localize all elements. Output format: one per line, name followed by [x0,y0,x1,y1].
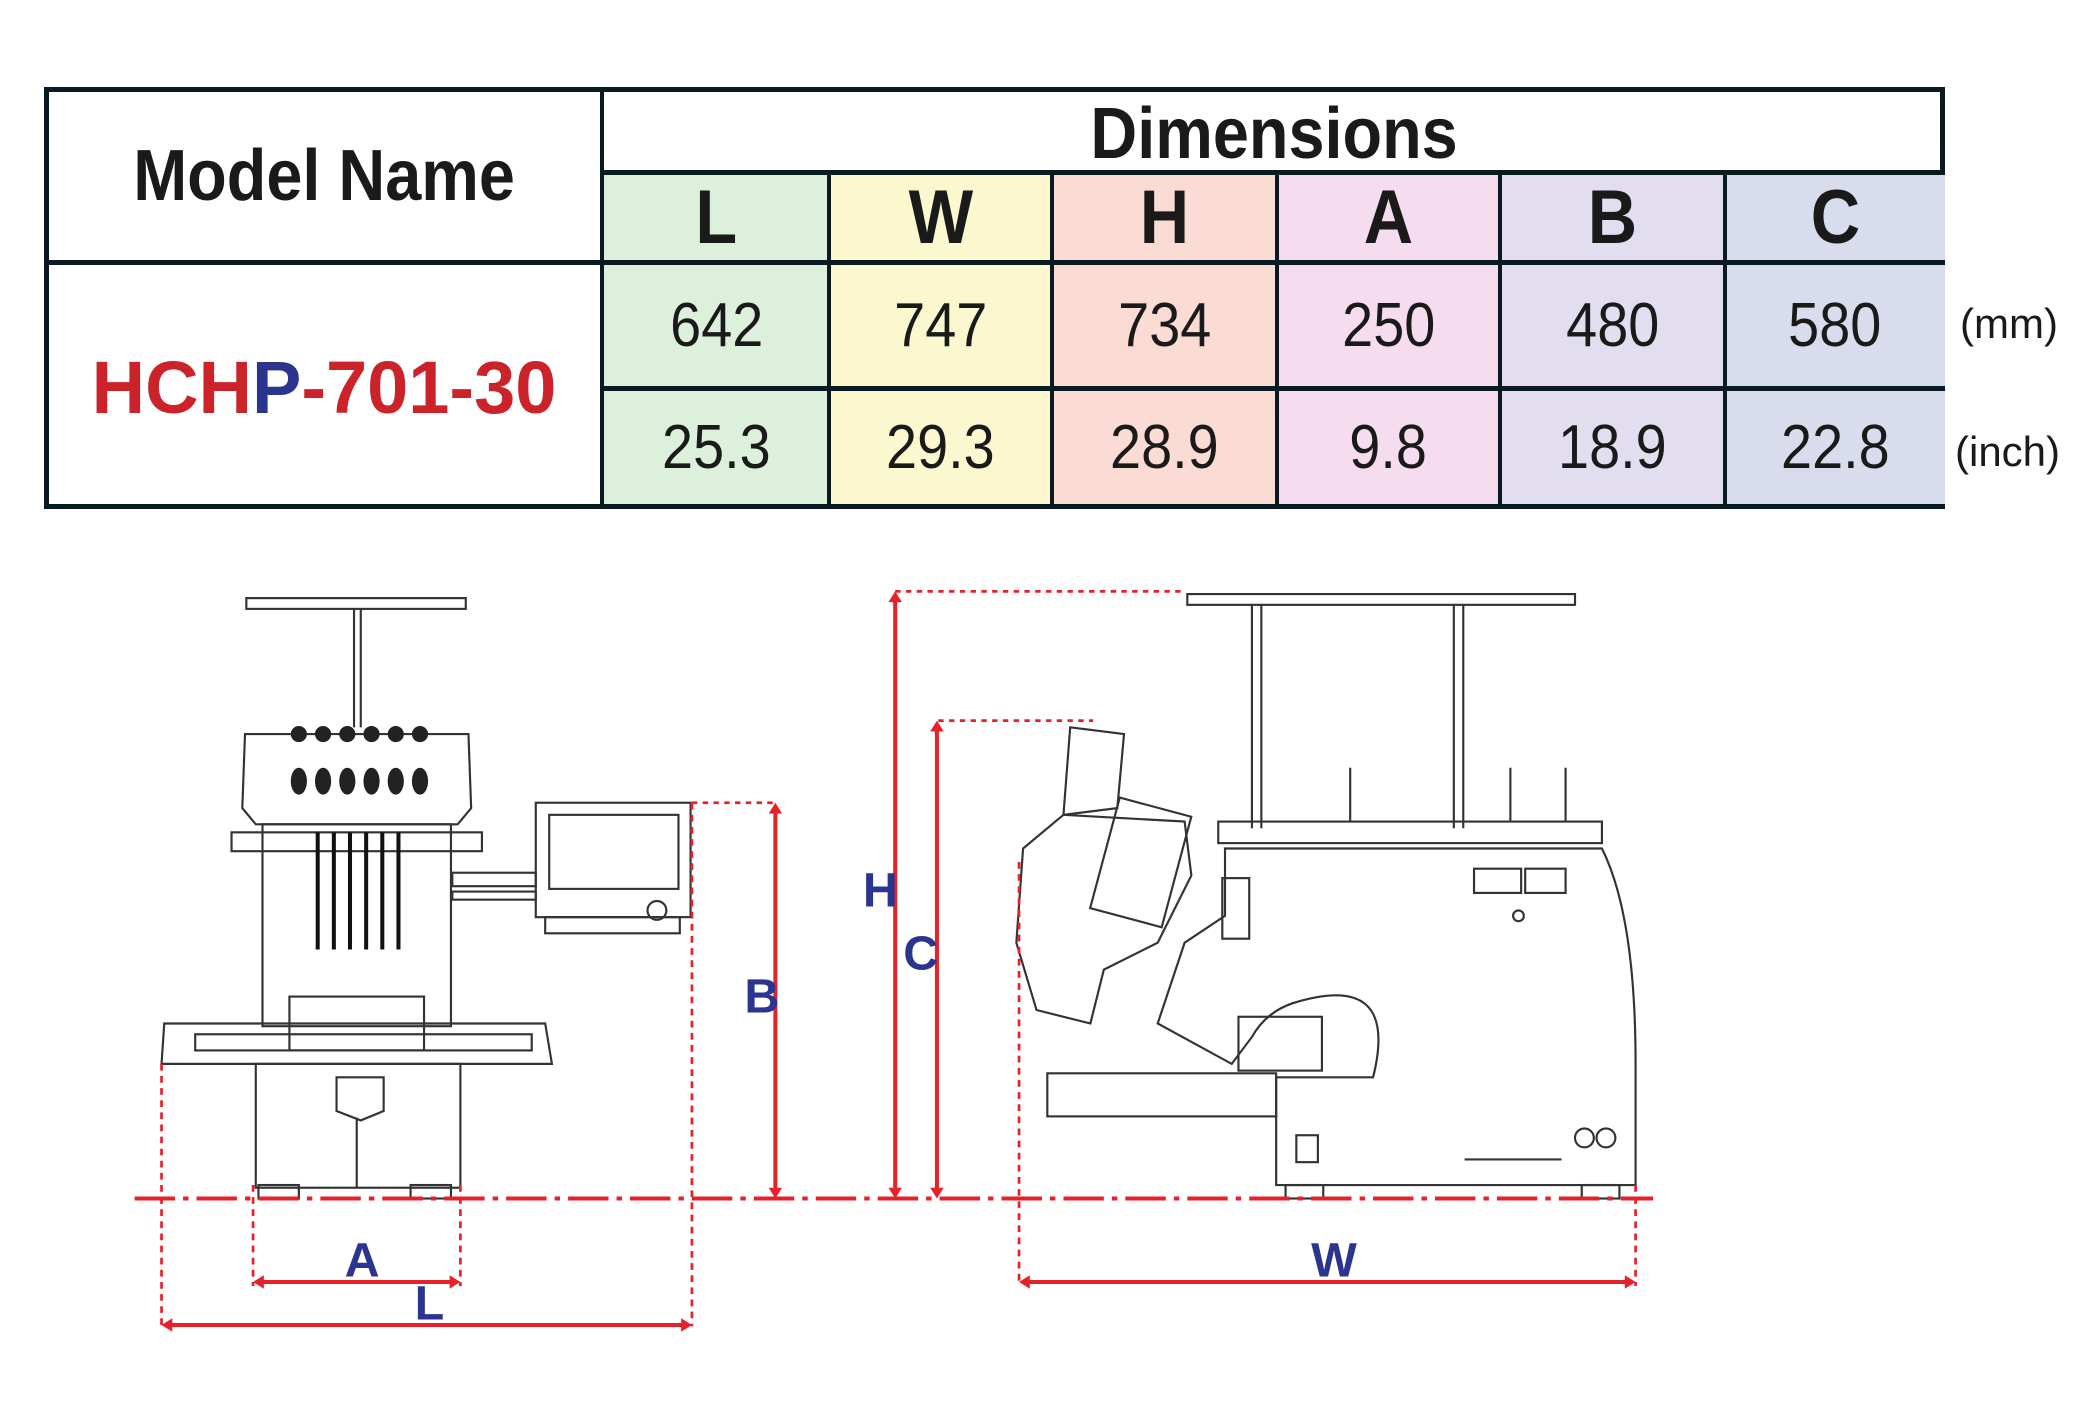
value-inch-l: 25.3 [604,391,829,504]
value-mm-c: 580 [1725,265,1945,386]
value-inch-h: 28.9 [1052,391,1277,504]
value-inch-c: 22.8 [1725,391,1945,504]
column-header-h: H [1052,175,1277,260]
value-mm-w: 747 [829,265,1052,386]
label-a: A [345,1234,380,1288]
value-mm-l: 642 [604,265,829,386]
unit-inch: (inch) [1955,428,2061,475]
label-h: H [863,863,898,917]
column-header-a: A [1277,175,1500,260]
column-header-c: C [1725,175,1945,260]
unit-mm: (mm) [1960,300,2058,347]
label-l: L [415,1277,445,1331]
column-header-l: L [604,175,829,260]
column-header-b: B [1500,175,1725,260]
label-w: W [1311,1234,1357,1288]
dimension-lines [134,590,1654,1328]
dimensions-header: Dimensions [1090,94,1459,174]
model-name-value: HCHP-701-30 [91,345,557,429]
value-inch-b: 18.9 [1500,391,1725,504]
value-mm-h: 734 [1052,265,1277,386]
value-mm-b: 480 [1500,265,1725,386]
value-inch-w: 29.3 [829,391,1052,504]
front-view-machine [160,597,692,1200]
side-view-machine [1015,593,1637,1200]
model-name-header: Model Name [133,136,515,216]
label-c: C [903,927,938,981]
value-inch-a: 9.8 [1277,391,1500,504]
column-header-w: W [829,175,1052,260]
dimension-arrowheads [161,591,1636,1332]
value-mm-a: 250 [1277,265,1500,386]
label-b: B [744,970,779,1024]
